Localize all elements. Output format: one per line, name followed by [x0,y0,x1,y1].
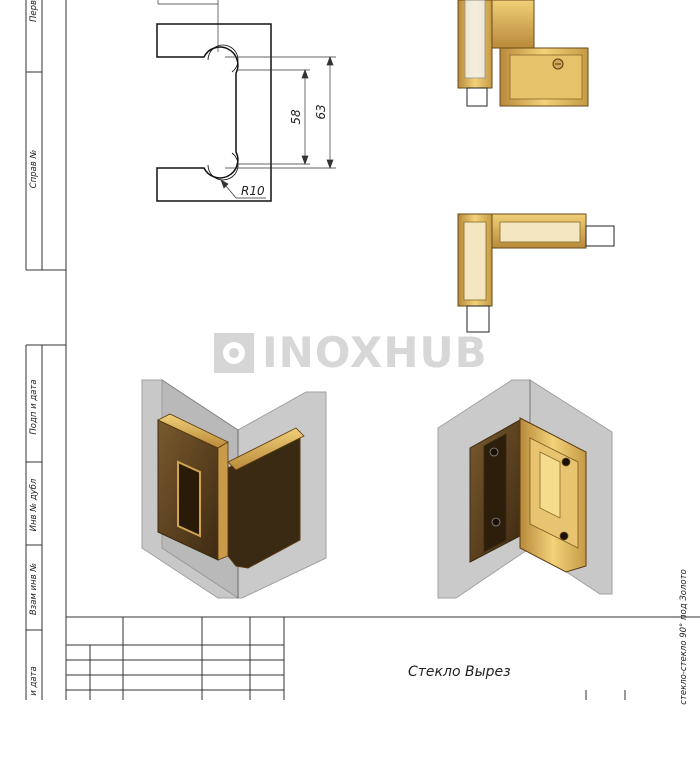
dim-58-label: 58 [289,109,303,125]
strip-label-sprav: Справ № [29,149,39,189]
hinge-3d-right [437,379,613,599]
radius-label: R10 [241,184,265,198]
left-strip-frame [25,0,67,700]
watermark-text: INOXHUB [262,328,488,377]
watermark-logo-area [212,330,258,376]
strip-label-vzam-inv: Взам инв № [29,562,39,616]
watermark-logo [214,333,254,373]
drawing-sheet: 58 63 R10 [25,0,700,700]
strip-label-inv-dubl: Инв № дубл [29,478,39,532]
dim-63-label: 63 [314,104,328,119]
title-block [66,616,700,700]
strip-label-perv: Перв [29,0,39,23]
cutout-profile [156,23,272,202]
dimension-lines [157,0,336,199]
strip-label-i-data: и дата [29,666,39,696]
right-edge-note: стекло-стекло 90° под Золото [679,569,689,705]
strip-label-podp-data: Подп и дата [29,379,39,435]
hinge-top-view [457,213,615,333]
title-block-title: Стекло Вырез [408,664,511,680]
hinge-front-view [457,0,589,107]
drawing-canvas: 58 63 R10 [25,0,700,700]
hinge-3d-left [141,379,327,599]
